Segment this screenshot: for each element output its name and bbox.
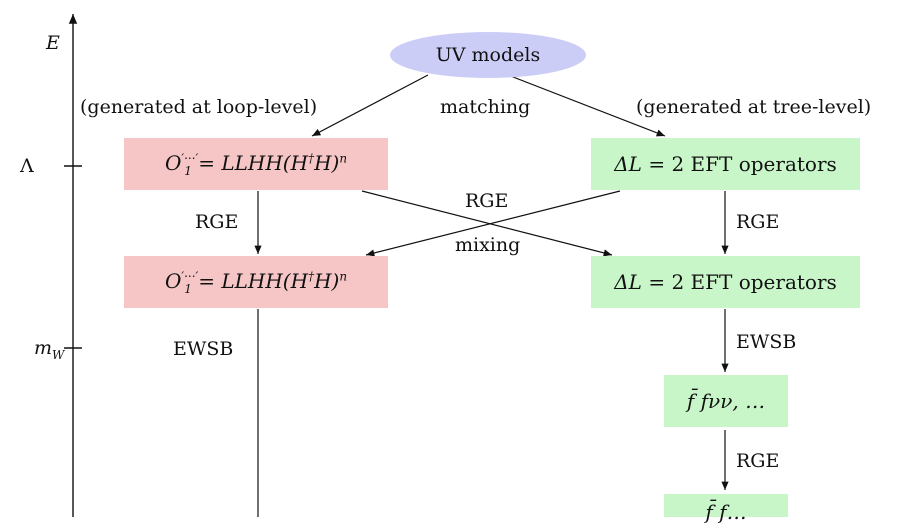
eft-formula-top: ΔL = 2 EFT operators bbox=[614, 152, 837, 176]
eft-operators-box-top: ΔL = 2 EFT operators bbox=[591, 138, 860, 190]
mw-label: mW bbox=[34, 337, 65, 362]
ewsb-label-right: EWSB bbox=[736, 331, 797, 353]
ffnunu-formula: f̄ fνν, … bbox=[686, 389, 766, 413]
rge-label-cross: RGE bbox=[465, 190, 509, 212]
ewsb-label-left: EWSB bbox=[173, 338, 234, 360]
operator-formula-top: O′···′1 = LLHH(H†H)n bbox=[164, 150, 348, 178]
ff-box-partial: f̄ f… bbox=[664, 494, 788, 524]
tree-level-annotation: (generated at tree-level) bbox=[636, 96, 872, 118]
mixing-label: mixing bbox=[455, 234, 521, 256]
rge-label-right: RGE bbox=[736, 211, 780, 233]
mixing-arrow-to-left bbox=[365, 190, 621, 257]
loop-level-annotation: (generated at loop-level) bbox=[80, 96, 318, 118]
lambda-label: Λ bbox=[20, 155, 34, 177]
rge-label-right-lower: RGE bbox=[736, 450, 780, 472]
matching-arrow-left bbox=[311, 74, 429, 137]
eft-formula-mid: ΔL = 2 EFT operators bbox=[614, 270, 837, 294]
ff-partial-formula: f̄ f… bbox=[705, 500, 747, 524]
rge-label-left: RGE bbox=[195, 211, 239, 233]
operator-box-top: O′···′1 = LLHH(H†H)n bbox=[124, 138, 388, 190]
uv-models-label: UV models bbox=[435, 44, 541, 66]
eft-operators-box-mid: ΔL = 2 EFT operators bbox=[591, 256, 860, 308]
matching-annotation: matching bbox=[440, 96, 531, 118]
operator-box-mid: O′···′1 = LLHH(H†H)n bbox=[124, 256, 388, 308]
energy-axis-label: E bbox=[46, 32, 60, 54]
matching-arrow-right bbox=[507, 74, 666, 137]
ffnunu-box: f̄ fνν, … bbox=[664, 375, 788, 427]
operator-formula-mid: O′···′1 = LLHH(H†H)n bbox=[164, 268, 348, 296]
mixing-arrow-to-right bbox=[361, 190, 613, 257]
uv-models-node: UV models bbox=[390, 32, 586, 78]
